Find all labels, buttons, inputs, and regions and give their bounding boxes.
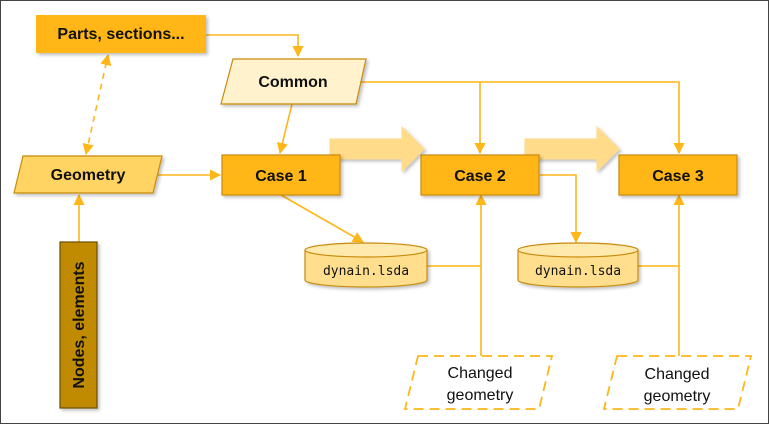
node-case1-label: Case 1: [255, 168, 307, 185]
node-parts-sections: Parts, sections...: [36, 15, 206, 53]
node-dynain2-label: dynain.lsda: [535, 264, 621, 279]
node-changed-geometry-1: Changed geometry: [403, 355, 554, 410]
node-dynain2-database: [517, 242, 639, 288]
node-changed-geometry-1-line2: geometry: [447, 387, 514, 404]
connector-geometry-parts-dashed: [82, 53, 112, 156]
node-case2: Case 2: [420, 154, 540, 196]
node-parts-sections-label: Parts, sections...: [57, 26, 184, 43]
node-case2-label: Case 2: [454, 168, 506, 185]
connectors: [73, 34, 685, 356]
node-changed-geometry-2-line1: Changed: [645, 366, 710, 383]
node-changed-geometry-2-line2: geometry: [644, 388, 711, 405]
node-geometry-label: Geometry: [51, 167, 126, 184]
node-nodes-elements-label: Nodes, elements: [71, 261, 88, 388]
big-arrow-case1-to-case2: [329, 125, 425, 173]
node-case3-label: Case 3: [652, 168, 704, 185]
node-case3: Case 3: [618, 154, 738, 196]
connector-common-to-case2-case3: [360, 81, 685, 155]
node-nodes-elements: Nodes, elements: [59, 241, 98, 409]
node-case1: Case 1: [221, 154, 341, 196]
node-dynain1-database: [304, 242, 428, 288]
node-dynain1-label: dynain.lsda: [323, 264, 409, 279]
connector-case2-to-dynain2: [540, 174, 582, 244]
connector-case1-to-dynain1: [280, 194, 364, 243]
node-changed-geometry-1-line1: Changed: [448, 365, 513, 382]
connector-common-to-case1: [276, 103, 293, 155]
node-common: Common: [220, 58, 367, 105]
node-changed-geometry-2: Changed geometry: [602, 355, 753, 410]
node-geometry: Geometry: [13, 155, 163, 194]
connector-parts-to-common: [206, 34, 304, 58]
node-common-label: Common: [258, 74, 327, 91]
